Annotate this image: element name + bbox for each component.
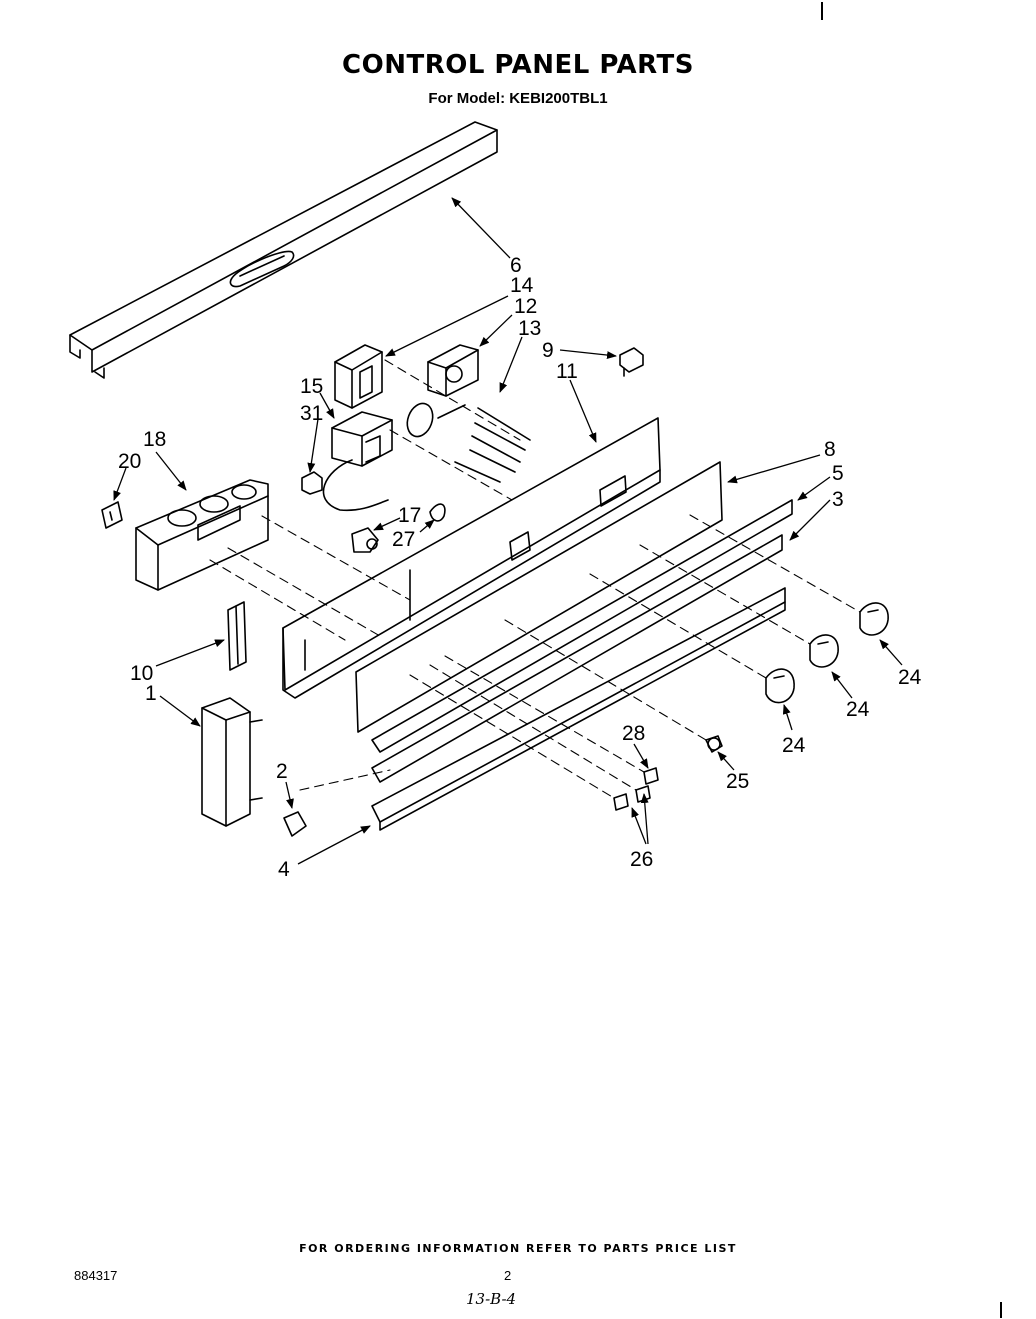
button-26-b (613, 793, 629, 811)
trim-strip-3 (371, 534, 783, 783)
trim-strip-5 (371, 499, 793, 753)
page-number: 2 (504, 1268, 512, 1283)
leader-lines (113, 197, 903, 865)
callout-17: 17 (398, 504, 421, 527)
callout-12: 12 (514, 295, 537, 318)
clip-31 (301, 471, 323, 495)
knob-24-b (809, 634, 839, 668)
callout-25: 25 (726, 770, 749, 793)
callout-6: 6 (510, 254, 522, 277)
scan-edge-mark-bottom (1000, 1302, 1002, 1318)
end-cap-1 (201, 697, 263, 827)
document-number: 884317 (74, 1268, 118, 1283)
callout-24-middle: 24 (846, 698, 870, 721)
handwritten-reference: 13-B-4 (466, 1290, 517, 1308)
bracket-10 (227, 601, 247, 671)
alignment-lines (209, 359, 861, 799)
callout-8: 8 (824, 438, 836, 461)
clip-27 (429, 503, 446, 522)
callout-28: 28 (622, 722, 645, 745)
relay-14 (334, 344, 383, 409)
callout-2: 2 (276, 760, 288, 783)
callout-4: 4 (278, 858, 290, 881)
top-trim-channel (69, 121, 498, 379)
callout-20: 20 (118, 450, 141, 473)
ordering-info-note: FOR ORDERING INFORMATION REFER TO PARTS … (299, 1242, 737, 1255)
electronic-timer-18 (135, 479, 269, 591)
bracket-20 (101, 501, 123, 529)
callout-1: 1 (145, 682, 157, 705)
trim-panel-8 (355, 461, 723, 733)
callout-15: 15 (300, 375, 323, 398)
callout-11: 11 (556, 360, 578, 383)
callout-labels: 6 14 12 13 9 11 15 31 18 20 8 5 3 17 27 … (118, 254, 922, 881)
control-panel-11 (282, 417, 661, 699)
bottom-trim-4 (371, 587, 786, 831)
callout-13: 13 (518, 317, 541, 340)
oven-switch-15 (322, 411, 393, 512)
callout-3: 3 (832, 488, 844, 511)
callout-26: 26 (630, 848, 653, 871)
clip-2 (283, 811, 307, 837)
callout-27: 27 (392, 528, 415, 551)
scan-edge-mark-top (821, 2, 823, 20)
button-28 (643, 767, 659, 785)
callout-18: 18 (143, 428, 166, 451)
callout-10: 10 (130, 662, 153, 685)
clock-motor-12 (427, 344, 479, 397)
knob-25 (705, 735, 723, 753)
callout-24-left: 24 (782, 734, 806, 757)
switch-17 (351, 527, 379, 553)
lamp-9 (619, 347, 644, 377)
wire-harness-13 (406, 402, 531, 483)
callout-24-right: 24 (898, 666, 922, 689)
callout-14: 14 (510, 274, 534, 297)
button-26-a (635, 785, 651, 803)
knob-24-c (765, 668, 795, 704)
callout-5: 5 (832, 462, 844, 485)
page-title: CONTROL PANEL PARTS (342, 50, 694, 80)
knob-24-a (859, 602, 889, 636)
model-subtitle: For Model: KEBI200TBL1 (428, 90, 608, 107)
callout-31: 31 (300, 402, 323, 425)
callout-9: 9 (542, 339, 554, 362)
